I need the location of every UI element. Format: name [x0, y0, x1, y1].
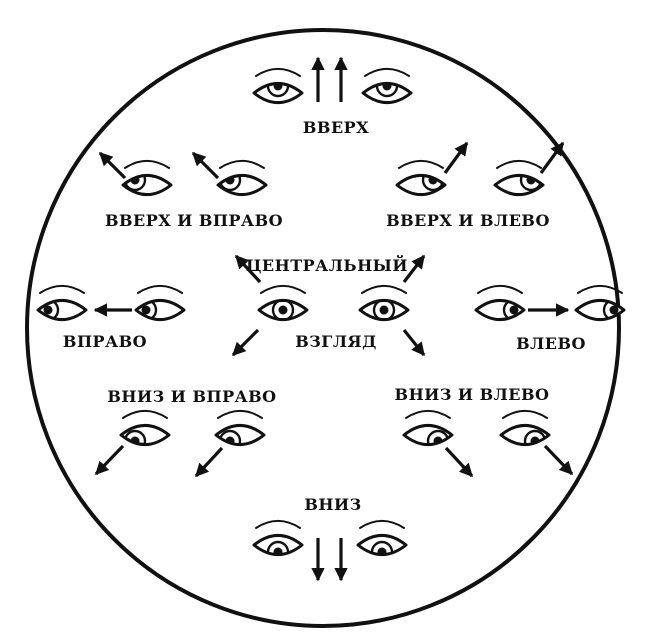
eye-upleft-1 [397, 161, 445, 195]
arrow-upright-1 [100, 153, 125, 178]
eye-right-2 [136, 286, 184, 320]
label-center-top: ЦЕНТРАЛЬНЫЙ [246, 257, 408, 275]
label-down-right: ВНИЗ И ВПРАВО [107, 388, 276, 406]
arrow-upleft-2 [541, 143, 563, 173]
label-up-left: ВВЕРХ И ВЛЕВО [386, 212, 550, 230]
label-down-left: ВНИЗ И ВЛЕВО [395, 386, 550, 404]
arrow-center-downleft [233, 330, 258, 355]
eye-center-2 [360, 286, 408, 320]
label-up: ВВЕРХ [303, 119, 369, 137]
label-right: ВПРАВО [63, 333, 147, 351]
arrow-downleft-2 [545, 446, 572, 474]
eye-downleft-2 [501, 411, 549, 451]
arrow-downleft-1 [446, 448, 472, 476]
label-left: ВЛЕВО [516, 335, 586, 353]
eye-right-1 [38, 286, 86, 320]
eye-upright-1 [123, 161, 171, 195]
eye-downleft-1 [404, 411, 452, 451]
arrow-upright-2 [193, 153, 218, 178]
label-down: ВНИЗ [304, 496, 361, 514]
eye-downright-2 [216, 411, 264, 451]
eye-center-1 [259, 286, 307, 320]
eye-left-1 [476, 286, 524, 320]
arrow-center-downright [404, 330, 424, 355]
eye-upleft-2 [495, 161, 543, 195]
arrow-downright-1 [96, 446, 123, 474]
eye-down-2 [358, 521, 406, 562]
arrow-downright-2 [196, 448, 222, 476]
eye-up-right [363, 69, 411, 103]
eye-upright-2 [218, 161, 266, 195]
eye-down-1 [254, 521, 302, 562]
eye-downright-1 [121, 411, 169, 451]
arrow-upleft-1 [445, 143, 467, 173]
label-center-bottom: ВЗГЛЯД [295, 333, 377, 351]
eye-up-left [254, 69, 302, 103]
label-up-right: ВВЕРХ И ВПРАВО [105, 212, 283, 230]
